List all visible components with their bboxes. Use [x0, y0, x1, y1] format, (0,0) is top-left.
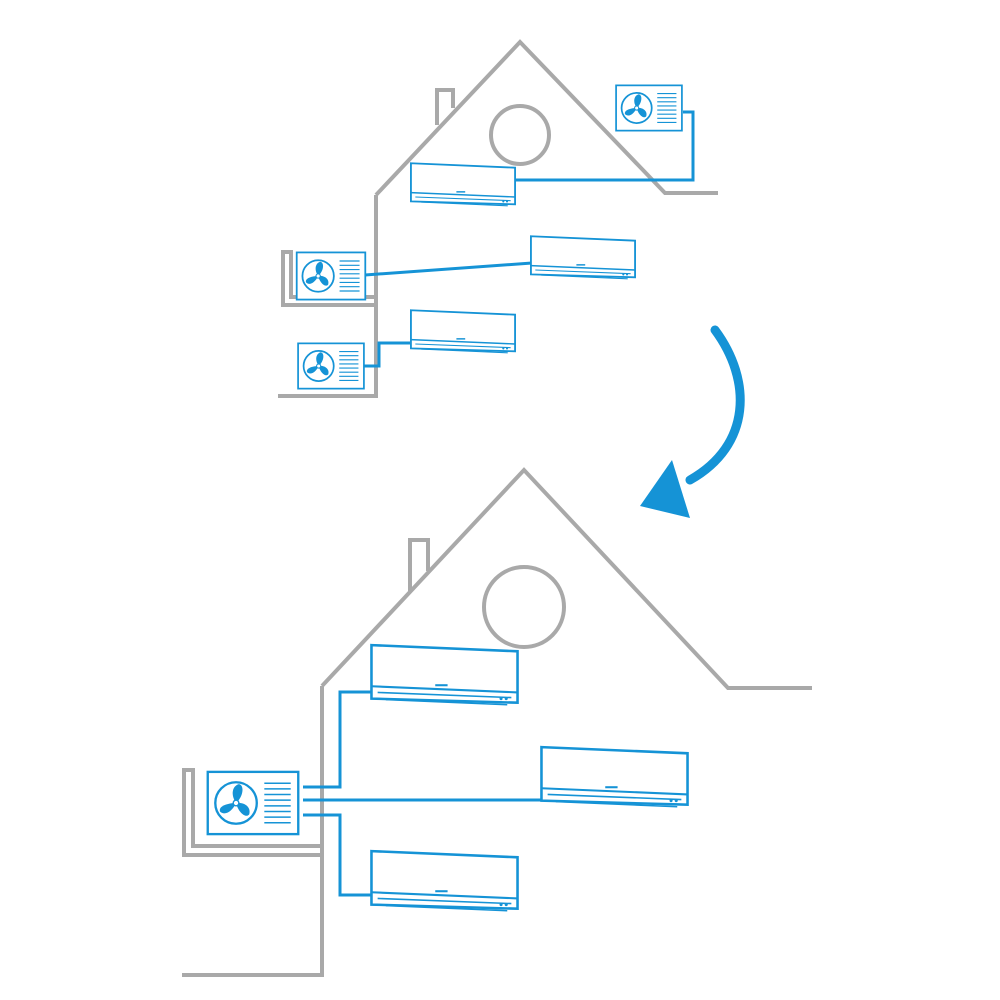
scene-after	[182, 467, 812, 977]
pipes-after	[303, 690, 541, 897]
indoor-unit-middle	[530, 235, 636, 280]
pipes-before	[364, 110, 695, 368]
indoor-unit-after-bottom	[370, 849, 519, 913]
indoor-unit-after-top	[370, 643, 519, 707]
curved-arrow-down-icon	[640, 325, 745, 518]
house-outline-before	[278, 39, 718, 398]
indoor-unit-after-middle	[540, 745, 689, 809]
indoor-unit-top	[410, 162, 516, 207]
scene-before	[278, 39, 718, 398]
outdoor-unit-multi	[206, 770, 300, 836]
outdoor-unit-ground	[297, 342, 365, 390]
outdoor-unit-roof	[615, 84, 683, 132]
indoor-unit-bottom	[410, 309, 516, 354]
house-outline-after	[182, 467, 812, 977]
outdoor-unit-balcony	[295, 251, 367, 301]
